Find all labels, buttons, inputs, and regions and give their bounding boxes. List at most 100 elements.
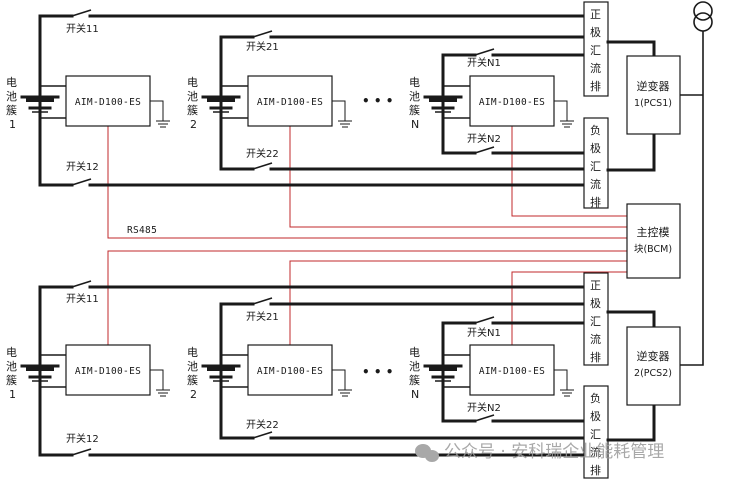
cluster-n-monitor-box: [469, 75, 555, 127]
cluster-2-leads: [220, 85, 248, 119]
svg-text:电: 电: [187, 76, 198, 89]
ground-icon: [338, 120, 352, 128]
rs485-line-lower-2: [289, 260, 640, 345]
rs485-bus: RS485: [107, 126, 640, 345]
ground-icon: [560, 120, 574, 128]
cluster-1-device-label: AIM-D100-ES: [75, 366, 141, 377]
bcm-box: [626, 203, 681, 279]
lower-section: 开关11 开关12 开关21 开关22 开关N1 开关N2 AIM-D100-E…: [6, 272, 681, 479]
rs485-line-lower-n: [511, 271, 640, 345]
cluster-1-leads: [39, 354, 66, 388]
cluster-n-label: 电 池 簇 N: [409, 76, 420, 131]
cluster-2-ground-lead: [332, 369, 346, 390]
svg-text:2: 2: [190, 118, 197, 131]
svg-text:极: 极: [590, 25, 601, 39]
cluster-n-device-label: AIM-D100-ES: [479, 366, 545, 377]
svg-text:2: 2: [190, 388, 197, 401]
switch-n2-label: 开关N2: [467, 132, 501, 145]
switch-22-label: 开关22: [246, 147, 279, 160]
cluster-2-ground-lead: [332, 100, 346, 121]
switch-n1-blade: [474, 316, 495, 324]
switch-n2-blade: [474, 414, 495, 422]
switch-n2-label: 开关N2: [467, 401, 501, 414]
ground-icon: [338, 389, 352, 397]
svg-text:汇: 汇: [590, 428, 601, 441]
cluster-2-label: 电 池 簇 2: [187, 76, 198, 131]
svg-text:流: 流: [590, 445, 601, 459]
ground-icon: [560, 389, 574, 397]
switch-11-blade: [71, 280, 92, 288]
ground-icon: [156, 389, 170, 397]
svg-text:簇: 簇: [187, 103, 198, 117]
pcs2-box: [626, 326, 681, 406]
bcm-sublabel: 块(BCM): [634, 243, 672, 255]
svg-text:汇: 汇: [590, 160, 601, 173]
svg-text:负: 负: [590, 123, 601, 137]
svg-text:池: 池: [187, 360, 198, 373]
svg-text:流: 流: [590, 61, 601, 75]
rs485-label: RS485: [127, 225, 157, 236]
svg-text:簇: 簇: [187, 373, 198, 387]
svg-text:排: 排: [590, 79, 601, 93]
ellipsis: • • •: [362, 94, 393, 108]
positive-busbar-label: 正 极 汇 流 排: [590, 8, 601, 93]
wechat-icon: [415, 444, 439, 462]
switch-21-label: 开关21: [246, 40, 279, 53]
pos-busbar-to-pcs2: [606, 310, 656, 329]
pcs2-label: 逆变器: [637, 349, 670, 363]
switch-11-label: 开关11: [66, 292, 99, 305]
ellipsis: • • •: [362, 365, 393, 379]
switch-11-blade: [71, 9, 92, 17]
svg-text:簇: 簇: [409, 103, 420, 117]
cluster-n-ground-lead: [554, 369, 568, 390]
cluster-2-device-label: AIM-D100-ES: [257, 97, 323, 108]
ground-icon: [156, 120, 170, 128]
svg-text:极: 极: [590, 409, 601, 423]
cluster-n-device-label: AIM-D100-ES: [479, 97, 545, 108]
negative-busbar-box: [583, 385, 609, 479]
switch-12-label: 开关12: [66, 160, 99, 173]
svg-text:电: 电: [409, 346, 420, 359]
svg-text:汇: 汇: [590, 315, 601, 328]
switch-21-label: 开关21: [246, 310, 279, 323]
positive-busbar-label: 正 极 汇 流 排: [590, 279, 601, 364]
rs485-line-upper-2: [289, 126, 640, 228]
svg-text:簇: 簇: [409, 373, 420, 387]
svg-text:1: 1: [9, 118, 16, 131]
neg-busbar-to-pcs2: [606, 403, 656, 442]
svg-text:1: 1: [9, 388, 16, 401]
cluster-n-label: 电 池 簇 N: [409, 346, 420, 401]
switch-12-blade: [71, 448, 92, 456]
neg-busbar-to-pcs1: [606, 132, 656, 172]
bcm-label: 主控模: [637, 225, 670, 239]
svg-text:簇: 簇: [6, 373, 17, 387]
rs485-line-lower-1: [107, 250, 640, 345]
negative-busbar-label: 负 极 汇 流 排: [590, 123, 601, 209]
pcs1-sublabel: 1(PCS1): [634, 98, 672, 109]
switch-22-blade: [252, 162, 273, 170]
svg-text:正: 正: [590, 8, 601, 21]
switch-n2-blade: [474, 146, 495, 154]
switch-21-blade: [252, 297, 273, 305]
cluster-2-device-label: AIM-D100-ES: [257, 366, 323, 377]
svg-text:池: 池: [6, 90, 17, 103]
switch-21-blade: [252, 30, 273, 38]
svg-text:排: 排: [590, 195, 601, 209]
cluster-n-ground-lead: [554, 100, 568, 121]
negative-busbar-box: [583, 117, 609, 209]
negative-busbar-label: 负 极 汇 流 排: [590, 391, 601, 477]
cluster-1-ground-lead: [150, 100, 164, 121]
switch-11-label: 开关11: [66, 22, 99, 35]
svg-text:负: 负: [590, 391, 601, 405]
cluster-2-leads: [220, 354, 248, 388]
svg-text:池: 池: [6, 360, 17, 373]
transformer-icon: [693, 1, 713, 32]
cluster-n-leads: [442, 354, 470, 388]
svg-text:流: 流: [590, 177, 601, 191]
svg-text:汇: 汇: [590, 44, 601, 57]
switch-n1-label: 开关N1: [467, 56, 501, 69]
rs485-line-upper-n: [511, 126, 640, 217]
svg-text:池: 池: [187, 90, 198, 103]
svg-text:N: N: [411, 118, 419, 131]
